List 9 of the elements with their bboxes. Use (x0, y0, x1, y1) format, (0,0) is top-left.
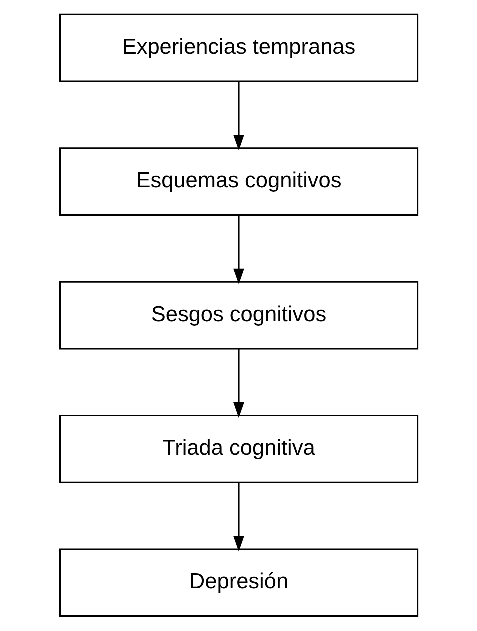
arrow (233, 82, 244, 151)
node-box: Triada cognitiva (58, 415, 418, 484)
node-box: Sesgos cognitivos (58, 281, 418, 350)
arrow (233, 349, 244, 418)
arrow (233, 216, 244, 284)
node-box: Depresión (58, 548, 418, 618)
node-box: Experiencias tempranas (58, 14, 418, 82)
arrow (233, 483, 244, 552)
node-box: Esquemas cognitivos (58, 148, 418, 216)
